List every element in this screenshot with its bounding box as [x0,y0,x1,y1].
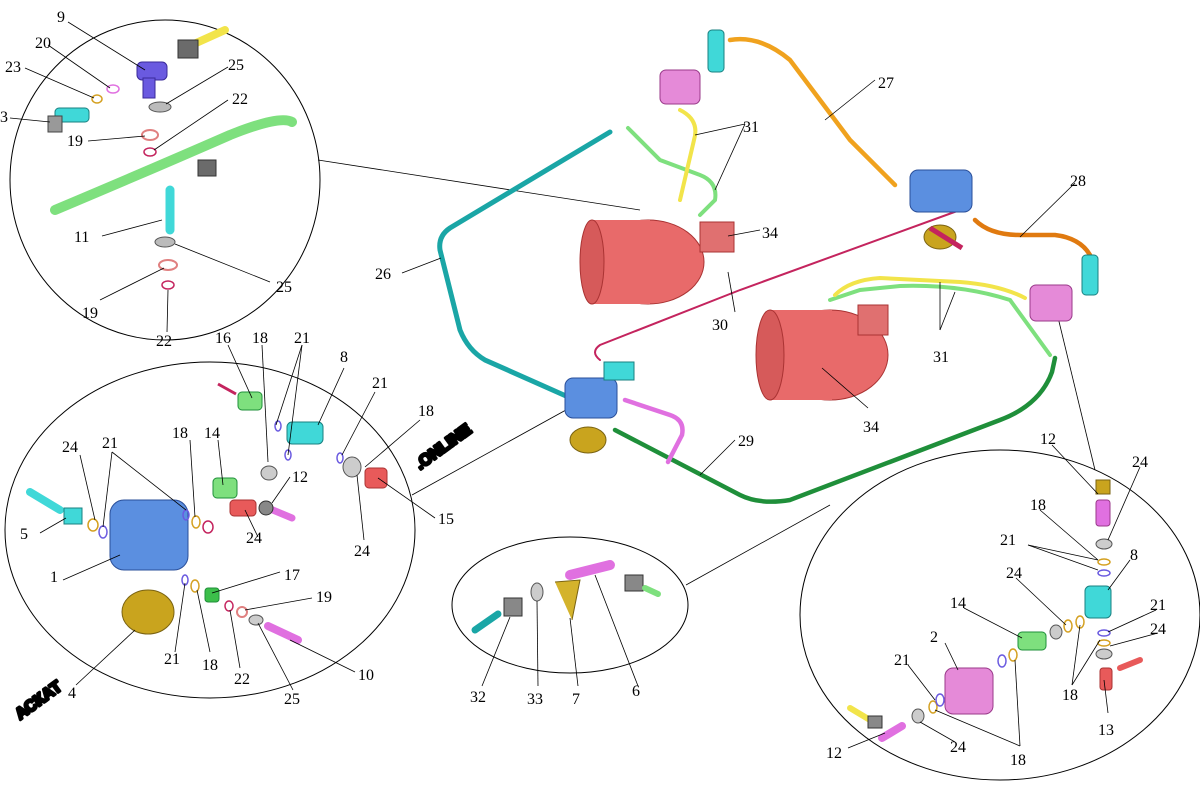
callout-21-e: 21 [1000,532,1016,549]
detail-circle-bottom-center [451,536,689,674]
callout-22-tl-a: 22 [232,91,248,108]
valve-assembly-top-right [909,169,973,251]
callout-24-e: 24 [1006,565,1022,582]
callout-24-c: 24 [354,543,370,560]
callout-30: 30 [712,317,728,334]
pipe-31-yellow [678,108,1027,300]
callout-4: 4 [68,685,76,702]
pipe-30-magenta [594,209,961,361]
callout-18-b: 18 [418,403,434,420]
pipe-31-light-green [626,126,1052,357]
callout-22-tl-b: 22 [156,333,172,350]
callout-15: 15 [438,511,454,528]
valve-pink-right [1029,254,1099,322]
callout-9: 9 [57,9,65,26]
callout-8-right: 8 [1130,547,1138,564]
callout-19-left: 19 [316,589,332,606]
callout-23: 23 [5,59,21,76]
callout-28: 28 [1070,173,1086,190]
callout-25-left: 25 [284,691,300,708]
callout-21-d: 21 [164,651,180,668]
callout-24-f: 24 [1150,621,1166,638]
detail-left-parts [26,382,388,644]
callout-21-g: 21 [894,652,910,669]
callout-26: 26 [375,266,391,283]
callout-18-c: 18 [172,425,188,442]
valve-assembly-center-left [564,361,635,454]
callout-14-left: 14 [204,425,220,442]
callout-7: 7 [572,691,580,708]
callout-24-b: 24 [246,530,262,547]
callout-31-upper: 31 [743,119,759,136]
callout-12-right-top: 12 [1040,431,1056,448]
callout-21-a: 21 [294,330,310,347]
leader-lines [9,21,1159,749]
callout-18-d: 18 [202,657,218,674]
brake-chamber-34-upper [579,219,735,305]
callout-24-g: 24 [950,739,966,756]
callout-8-left: 8 [340,349,348,366]
pipe-28-orange [972,217,1093,258]
callout-21-c: 21 [102,435,118,452]
detail-circle-left [4,361,416,699]
callout-33: 33 [527,691,543,708]
pipe-27-orange [727,37,898,188]
callout-24-a: 24 [62,439,78,456]
detail-connector-lines [317,159,1096,586]
pipe-pink-short [622,397,685,465]
detail-br-parts [847,479,1143,742]
callout-19-tl-b: 19 [82,305,98,322]
callout-10: 10 [358,667,374,684]
callout-25-tl-b: 25 [276,279,292,296]
watermark-brand: АСКАТ [12,678,65,723]
callout-32: 32 [470,689,486,706]
callout-2: 2 [930,629,938,646]
callout-12-right-bottom: 12 [826,745,842,762]
callout-14-right: 14 [950,595,966,612]
callout-6: 6 [632,683,640,700]
callout-31-lower: 31 [933,349,949,366]
callout-18-g: 18 [1010,752,1026,769]
detail-tl-parts [47,26,297,290]
callout-labels: 9 20 23 3 19 25 22 11 25 19 22 26 27 31 … [0,9,1166,769]
callout-25-tl-a: 25 [228,57,244,74]
callout-18-f: 18 [1062,687,1078,704]
detail-circle-bottom-right [799,449,1200,781]
callout-18-a: 18 [252,330,268,347]
valve-pink-top [659,29,725,105]
callout-5: 5 [20,526,28,543]
callout-22-left: 22 [234,671,250,688]
brake-chamber-34-lower [755,304,889,401]
callout-20: 20 [35,35,51,52]
detail-circle-top-left [9,19,321,341]
callout-24-d: 24 [1132,454,1148,471]
callout-34-lower: 34 [863,419,879,436]
callout-1: 1 [50,569,58,586]
callout-18-e: 18 [1030,497,1046,514]
pipe-26-teal [437,129,613,403]
detail-bc-parts [471,560,661,634]
callout-3: 3 [0,109,8,126]
callout-29: 29 [738,433,754,450]
callout-34-upper: 34 [762,225,778,242]
callout-17: 17 [284,567,300,584]
callout-27: 27 [878,75,894,92]
callout-12-left: 12 [292,469,308,486]
callout-21-b: 21 [372,375,388,392]
pipe-29-green [612,355,1058,504]
callout-19-tl-a: 19 [67,133,83,150]
callout-11: 11 [74,229,89,246]
callout-16: 16 [215,330,231,347]
callout-21-f: 21 [1150,597,1166,614]
callout-13: 13 [1098,722,1114,739]
